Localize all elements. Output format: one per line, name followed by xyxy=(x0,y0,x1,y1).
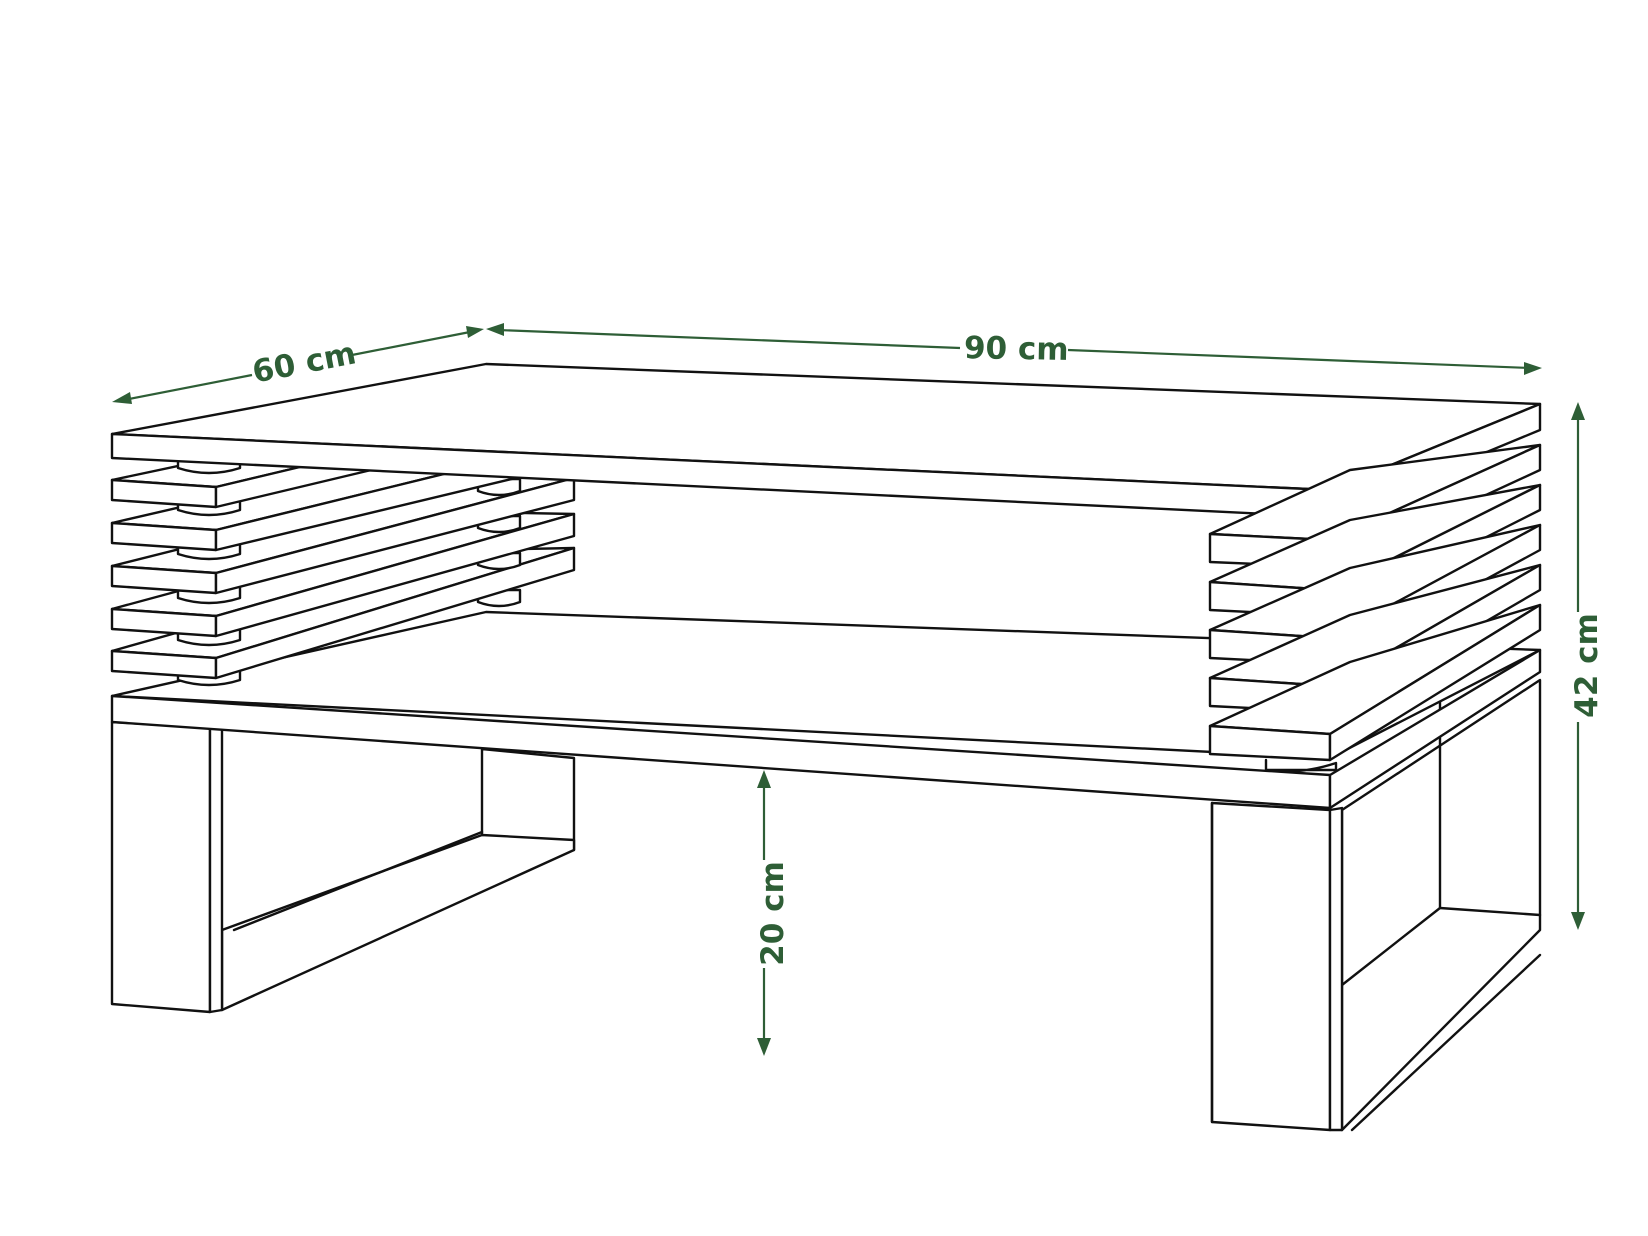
height-dimension-label: 42 cm xyxy=(1568,613,1605,718)
clearance-dimension-label: 20 cm xyxy=(754,861,791,966)
dimension-lines xyxy=(112,323,1585,1056)
right-slats xyxy=(1208,443,1542,773)
table-top xyxy=(110,362,1542,519)
lower-shelf xyxy=(110,610,1542,810)
width-dimension-label: 90 cm xyxy=(963,330,1069,368)
left-leg-frame xyxy=(110,720,576,1014)
right-leg-frame xyxy=(1210,678,1542,1132)
